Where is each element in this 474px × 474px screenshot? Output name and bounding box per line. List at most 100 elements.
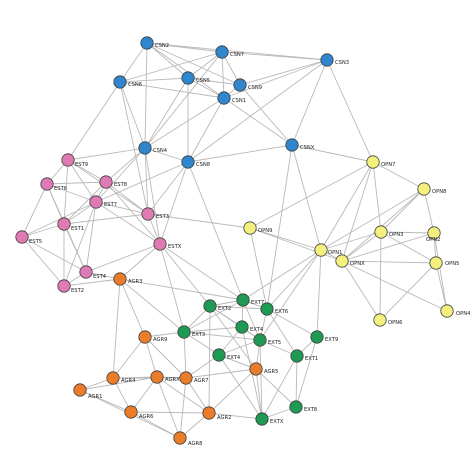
edge-opn3-opn5 xyxy=(380,231,437,264)
edge-ext7-ext3 xyxy=(183,299,244,333)
node-agr9[interactable] xyxy=(138,330,152,344)
node-label-csn5: CSN5 xyxy=(196,78,210,84)
node-agr7[interactable] xyxy=(179,371,193,385)
edge-est7-est2 xyxy=(63,201,97,287)
node-label-opn8: OPN8 xyxy=(432,189,446,195)
node-agr4[interactable] xyxy=(106,371,120,385)
node-label-agr8: AGR8 xyxy=(188,441,202,447)
edge-csn8-est7 xyxy=(95,161,189,203)
node-label-csn6: CSN6 xyxy=(128,82,142,88)
node-agr3[interactable] xyxy=(113,272,127,286)
node-est2[interactable] xyxy=(57,279,71,293)
edge-csn5-csn1 xyxy=(187,77,225,99)
node-ext5[interactable] xyxy=(253,333,267,347)
node-ext4[interactable] xyxy=(235,320,249,334)
node-opn2[interactable] xyxy=(427,226,441,240)
node-agr8[interactable] xyxy=(173,431,187,445)
node-label-ext4: EXT4 xyxy=(250,327,264,333)
edge-opn8-opnx xyxy=(341,188,425,262)
node-est5[interactable] xyxy=(15,230,29,244)
node-csn7[interactable] xyxy=(215,45,229,59)
node-ext6[interactable] xyxy=(260,302,274,316)
node-csn9[interactable] xyxy=(233,78,247,92)
node-csn4[interactable] xyxy=(138,141,152,155)
node-ext2[interactable] xyxy=(203,299,217,313)
edge-agr3-agr4 xyxy=(112,278,121,379)
edge-agrx-agr1 xyxy=(79,376,158,391)
node-csn8[interactable] xyxy=(181,155,195,169)
edge-agr2-ext2 xyxy=(208,305,211,414)
node-agr5[interactable] xyxy=(249,362,263,376)
node-label-ext1: EXT1 xyxy=(305,356,318,362)
node-csn2[interactable] xyxy=(140,36,154,50)
node-label-extx: EXTX xyxy=(270,419,284,425)
node-opn7[interactable] xyxy=(366,155,380,169)
node-agr6[interactable] xyxy=(124,405,138,419)
node-label-est5: EST5 xyxy=(29,239,42,245)
edge-csn4-est8 xyxy=(105,147,146,183)
node-opn8[interactable] xyxy=(417,182,431,196)
node-label-agr2: AGR2 xyxy=(217,415,231,421)
node-label-opn6: OPN6 xyxy=(388,320,402,326)
edge-estx-agr3 xyxy=(119,243,161,280)
edge-est3-opn9 xyxy=(147,213,251,229)
node-ext1[interactable] xyxy=(290,349,304,363)
edge-est5-est1 xyxy=(21,223,65,238)
node-est4[interactable] xyxy=(79,265,93,279)
node-est6[interactable] xyxy=(40,177,54,191)
edge-ext6-ext1 xyxy=(266,308,298,357)
edge-est3-est1 xyxy=(63,213,149,225)
edge-agr2-agr5 xyxy=(208,368,257,414)
node-est7[interactable] xyxy=(89,195,103,209)
edge-csn7-csn4 xyxy=(144,51,223,149)
edge-csn6-est9 xyxy=(67,81,121,161)
node-csn1[interactable] xyxy=(217,91,231,105)
node-label-est8: EST8 xyxy=(114,182,127,188)
edge-est6-est8 xyxy=(46,181,107,185)
node-label-agrx: AGRX xyxy=(165,377,180,383)
node-opn4[interactable] xyxy=(440,304,454,318)
node-ext3[interactable] xyxy=(177,325,191,339)
node-est1[interactable] xyxy=(57,217,71,231)
node-agrx[interactable] xyxy=(150,370,164,384)
node-label-ext2: EXT2 xyxy=(218,306,231,312)
node-agr2[interactable] xyxy=(202,406,216,420)
node-opn9[interactable] xyxy=(243,221,257,235)
node-label-agr5: AGR5 xyxy=(264,369,278,375)
edge-csn3-csn8 xyxy=(187,59,328,163)
node-est3[interactable] xyxy=(141,207,155,221)
edge-est6-est5 xyxy=(21,183,48,238)
node-estx[interactable] xyxy=(153,237,167,251)
edge-csnx-opn7 xyxy=(291,144,374,163)
node-extx[interactable] xyxy=(255,412,269,426)
edge-opn9-opn1 xyxy=(249,227,322,251)
node-csn3[interactable] xyxy=(320,53,334,67)
node-opn6[interactable] xyxy=(373,313,387,327)
node-opn3[interactable] xyxy=(374,225,388,239)
edge-ext3-ext5 xyxy=(183,331,261,341)
node-label-agr6: AGR6 xyxy=(139,414,153,420)
label-layer: CSN2CSN7CSN3CSN6CSN5CSN9CSN1CSNXCSN4CSN8… xyxy=(29,43,471,447)
node-est9[interactable] xyxy=(61,153,75,167)
edge-csn2-csn4 xyxy=(144,42,148,149)
node-opn1[interactable] xyxy=(314,243,328,257)
node-ext9[interactable] xyxy=(310,330,324,344)
node-exta[interactable] xyxy=(212,348,226,362)
node-opnx[interactable] xyxy=(335,254,349,268)
node-est8[interactable] xyxy=(99,175,113,189)
edge-est6-est7 xyxy=(46,183,97,203)
node-ext7[interactable] xyxy=(236,293,250,307)
edge-ext6-ext9 xyxy=(266,308,318,338)
edge-agr3-ext7 xyxy=(119,278,244,301)
node-csn6[interactable] xyxy=(113,75,127,89)
edge-agr7-agr2 xyxy=(185,377,210,414)
edge-agr9-agr4 xyxy=(112,336,146,379)
node-ext8[interactable] xyxy=(289,400,303,414)
node-opn5[interactable] xyxy=(429,256,443,270)
node-csn5[interactable] xyxy=(181,71,195,85)
node-agr1[interactable] xyxy=(73,383,87,397)
edge-csn8-estx xyxy=(159,161,189,245)
edge-extx-exta xyxy=(218,354,263,420)
edge-csn9-csnx xyxy=(239,84,293,146)
node-csnx[interactable] xyxy=(285,138,299,152)
